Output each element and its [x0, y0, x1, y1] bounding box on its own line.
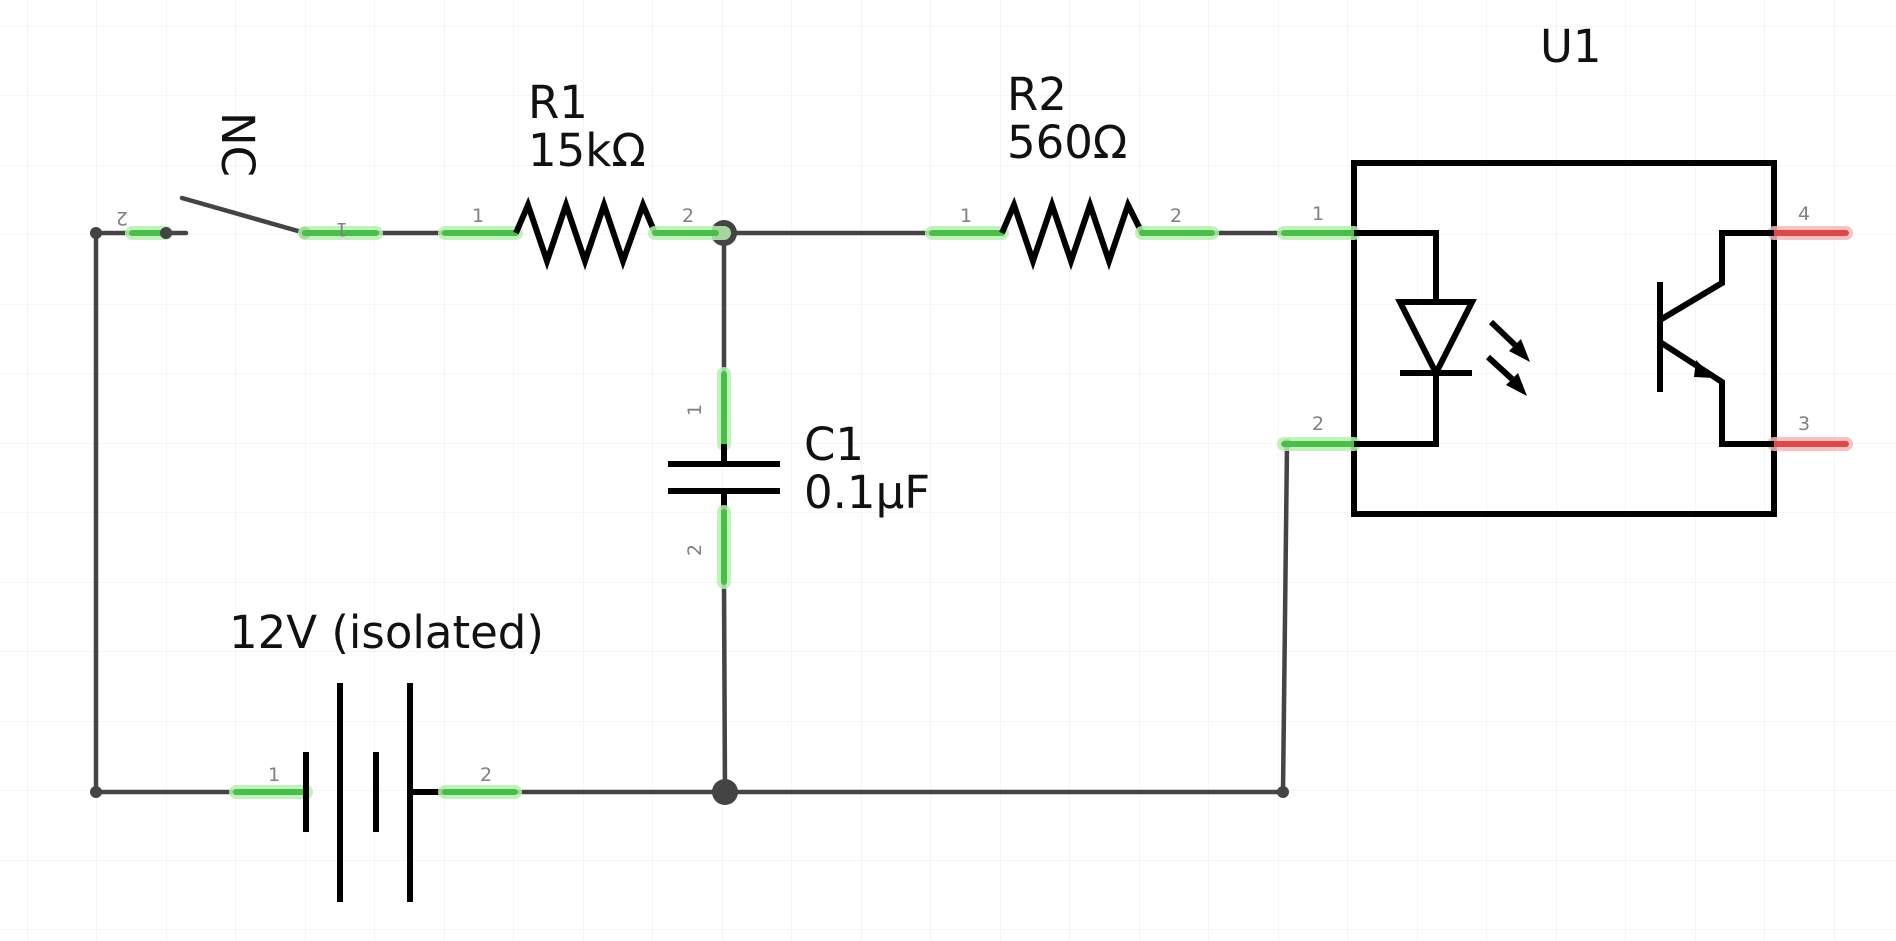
r2-pin-1-label: 1 — [960, 205, 972, 227]
junction-node-bottom[interactable] — [712, 779, 738, 805]
r1-zigzag — [513, 195, 658, 271]
u1-body — [1351, 160, 1777, 517]
battery-12v[interactable]: 1 2 12V (isolated) — [229, 606, 544, 902]
r2-ref-label: R2 — [1007, 68, 1067, 121]
resistor-r1[interactable]: 1 2 R1 15kΩ — [438, 76, 731, 271]
resistor-r2[interactable]: 1 2 R2 560Ω — [925, 68, 1219, 271]
capacitor-c1[interactable]: 1 2 C1 0.1µF — [668, 367, 930, 589]
battery-pin-1-label: 1 — [268, 764, 280, 786]
wire-u1-pin2-return[interactable] — [1280, 441, 1290, 795]
u1-pin-1-label: 1 — [1312, 203, 1324, 225]
u1-pin-3-label: 3 — [1798, 413, 1810, 435]
u1-pin-4-label: 4 — [1798, 203, 1810, 225]
u1-led — [1354, 230, 1530, 447]
bend-point — [90, 227, 102, 239]
r1-pin-1-label: 1 — [472, 205, 484, 227]
c1-value-label: 0.1µF — [804, 466, 930, 519]
switch-pin-2-label: 2 — [116, 207, 128, 229]
switch-blade — [179, 195, 308, 236]
r2-value-label: 560Ω — [1007, 116, 1127, 169]
r1-value-label: 15kΩ — [528, 124, 646, 177]
bend-point — [1277, 786, 1289, 798]
switch-nc[interactable]: 2 1 NC — [116, 112, 383, 240]
wire-c1-bottom[interactable] — [721, 579, 728, 795]
u1-light-arrows-icon — [1485, 319, 1530, 396]
switch-pin-1-label: 1 — [336, 218, 348, 240]
r2-pin-2-label: 2 — [1170, 205, 1182, 227]
bend-point — [90, 786, 102, 798]
u1-pin-2-label: 2 — [1312, 413, 1324, 435]
c1-ref-label: C1 — [804, 418, 864, 471]
optocoupler-u1[interactable]: U1 1 2 3 4 — [1277, 20, 1853, 517]
battery-pin-2-label: 2 — [480, 764, 492, 786]
r1-ref-label: R1 — [528, 76, 588, 129]
switch-label: NC — [211, 112, 264, 177]
c1-pin-1-label: 1 — [684, 404, 706, 416]
u1-ref-label: U1 — [1540, 20, 1602, 73]
u1-phototransistor — [1657, 230, 1774, 447]
battery-label: 12V (isolated) — [229, 606, 544, 659]
c1-pin-2-label: 2 — [684, 544, 706, 556]
r1-pin-2-label: 2 — [682, 205, 694, 227]
r2-zigzag — [999, 195, 1145, 271]
